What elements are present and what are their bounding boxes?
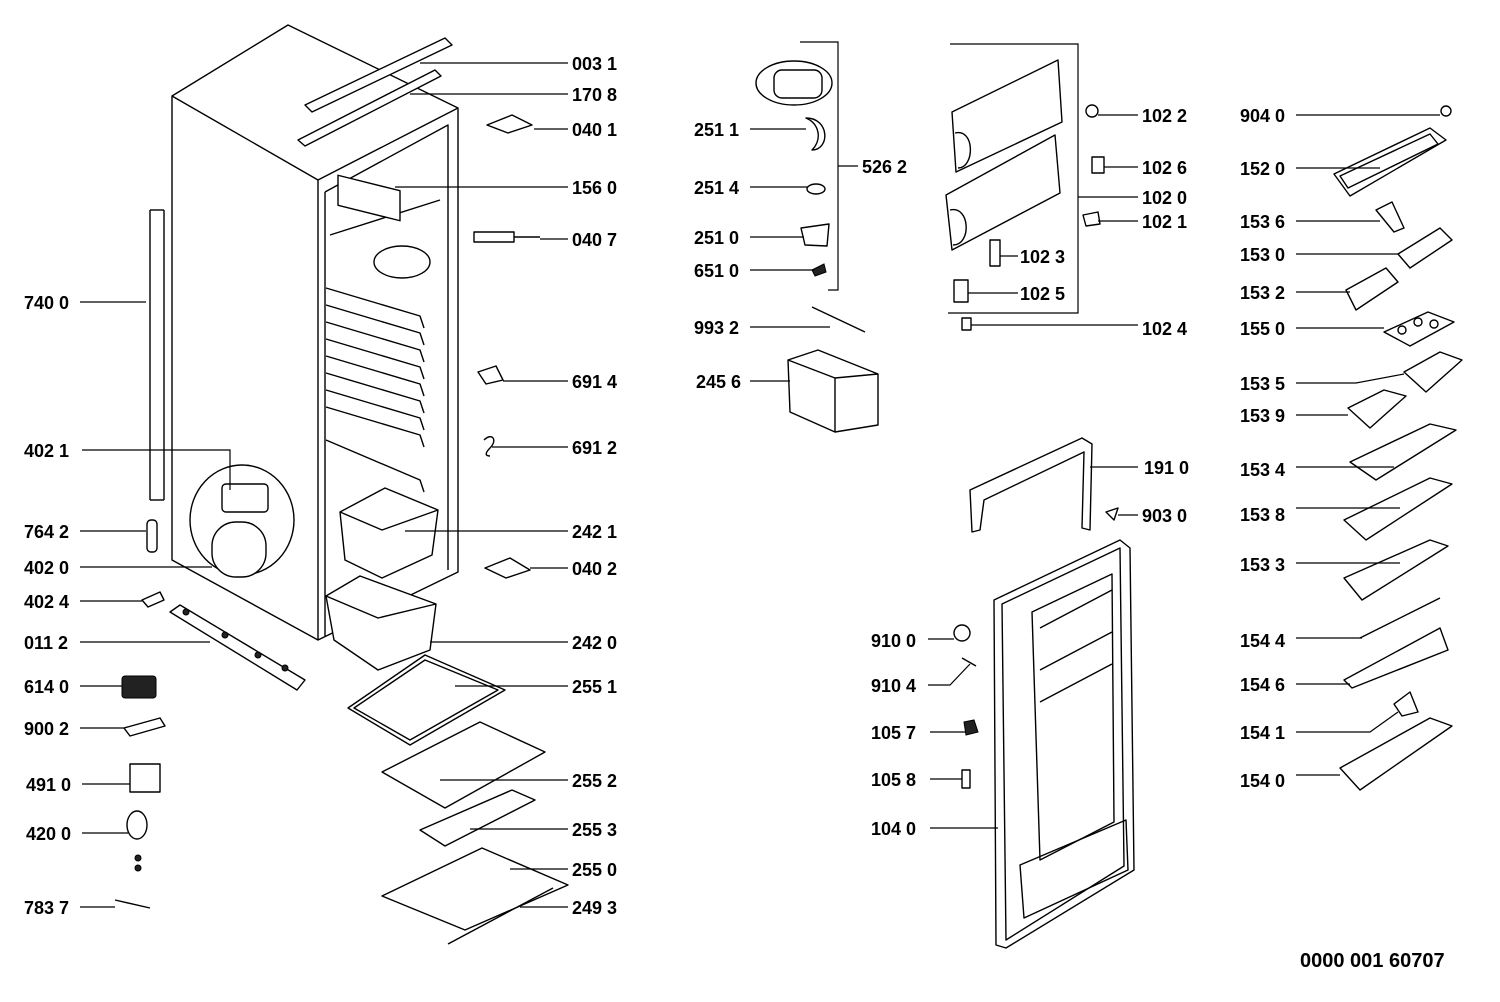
document-number: 0000 001 60707 [1300, 950, 1445, 972]
label-105-7: 105 7 [871, 723, 916, 743]
label-251-0: 251 0 [694, 228, 739, 248]
label-155-0: 155 0 [1240, 319, 1285, 339]
fridge-cabinet [114, 24, 459, 909]
label-491-0: 491 0 [26, 775, 71, 795]
freezer-door-panels [945, 43, 1105, 331]
label-153-9: 153 9 [1240, 406, 1285, 426]
label-255-1: 255 1 [572, 677, 617, 697]
label-910-4: 910 4 [871, 676, 916, 696]
cabinet-parts [297, 37, 569, 945]
label-104-0: 104 0 [871, 819, 916, 839]
label-402-4: 402 4 [24, 592, 69, 612]
label-900-2: 900 2 [24, 719, 69, 739]
label-102-4: 102 4 [1142, 319, 1187, 339]
label-156-0: 156 0 [572, 178, 617, 198]
label-420-0: 420 0 [26, 824, 71, 844]
label-105-8: 105 8 [871, 770, 916, 790]
label-152-0: 152 0 [1240, 159, 1285, 179]
label-102-2: 102 2 [1142, 106, 1187, 126]
label-102-3: 102 3 [1020, 247, 1065, 267]
label-651-0: 651 0 [694, 261, 739, 281]
label-251-4: 251 4 [694, 178, 739, 198]
door-shelves [1333, 105, 1463, 791]
label-102-1: 102 1 [1142, 212, 1187, 232]
label-910-0: 910 0 [871, 631, 916, 651]
label-740-0: 740 0 [24, 293, 69, 313]
fan-and-basket-parts [755, 41, 879, 433]
label-153-5: 153 5 [1240, 374, 1285, 394]
label-402-1: 402 1 [24, 441, 69, 461]
label-526-2: 526 2 [862, 157, 907, 177]
label-249-3: 249 3 [572, 898, 617, 918]
callout-labels: 740 0 402 1 764 2 402 0 402 4 011 2 614 … [24, 54, 1445, 972]
label-255-0: 255 0 [572, 860, 617, 880]
label-170-8: 170 8 [572, 85, 617, 105]
label-903-0: 903 0 [1142, 506, 1187, 526]
label-993-2: 993 2 [694, 318, 739, 338]
label-153-0: 153 0 [1240, 245, 1285, 265]
label-040-2: 040 2 [572, 559, 617, 579]
label-402-0: 402 0 [24, 558, 69, 578]
label-153-2: 153 2 [1240, 283, 1285, 303]
label-154-0: 154 0 [1240, 771, 1285, 791]
label-102-0: 102 0 [1142, 188, 1187, 208]
label-614-0: 614 0 [24, 677, 69, 697]
label-783-7: 783 7 [24, 898, 69, 918]
label-191-0: 191 0 [1144, 458, 1189, 478]
label-691-2: 691 2 [572, 438, 617, 458]
label-904-0: 904 0 [1240, 106, 1285, 126]
label-102-6: 102 6 [1142, 158, 1187, 178]
label-242-1: 242 1 [572, 522, 617, 542]
label-040-7: 040 7 [572, 230, 617, 250]
label-011-2: 011 2 [24, 633, 68, 653]
label-245-6: 245 6 [696, 372, 741, 392]
label-691-4: 691 4 [572, 372, 617, 392]
label-255-3: 255 3 [572, 820, 617, 840]
label-153-6: 153 6 [1240, 212, 1285, 232]
label-003-1: 003 1 [572, 54, 617, 74]
label-102-5: 102 5 [1020, 284, 1065, 304]
label-153-3: 153 3 [1240, 555, 1285, 575]
label-251-1: 251 1 [694, 120, 739, 140]
label-764-2: 764 2 [24, 522, 69, 542]
label-153-4: 153 4 [1240, 460, 1285, 480]
label-154-6: 154 6 [1240, 675, 1285, 695]
label-154-4: 154 4 [1240, 631, 1285, 651]
leader-lines [80, 62, 1440, 908]
label-040-1: 040 1 [572, 120, 617, 140]
label-153-8: 153 8 [1240, 505, 1285, 525]
label-255-2: 255 2 [572, 771, 617, 791]
label-242-0: 242 0 [572, 633, 617, 653]
door-assembly [953, 437, 1135, 949]
label-154-1: 154 1 [1240, 723, 1285, 743]
